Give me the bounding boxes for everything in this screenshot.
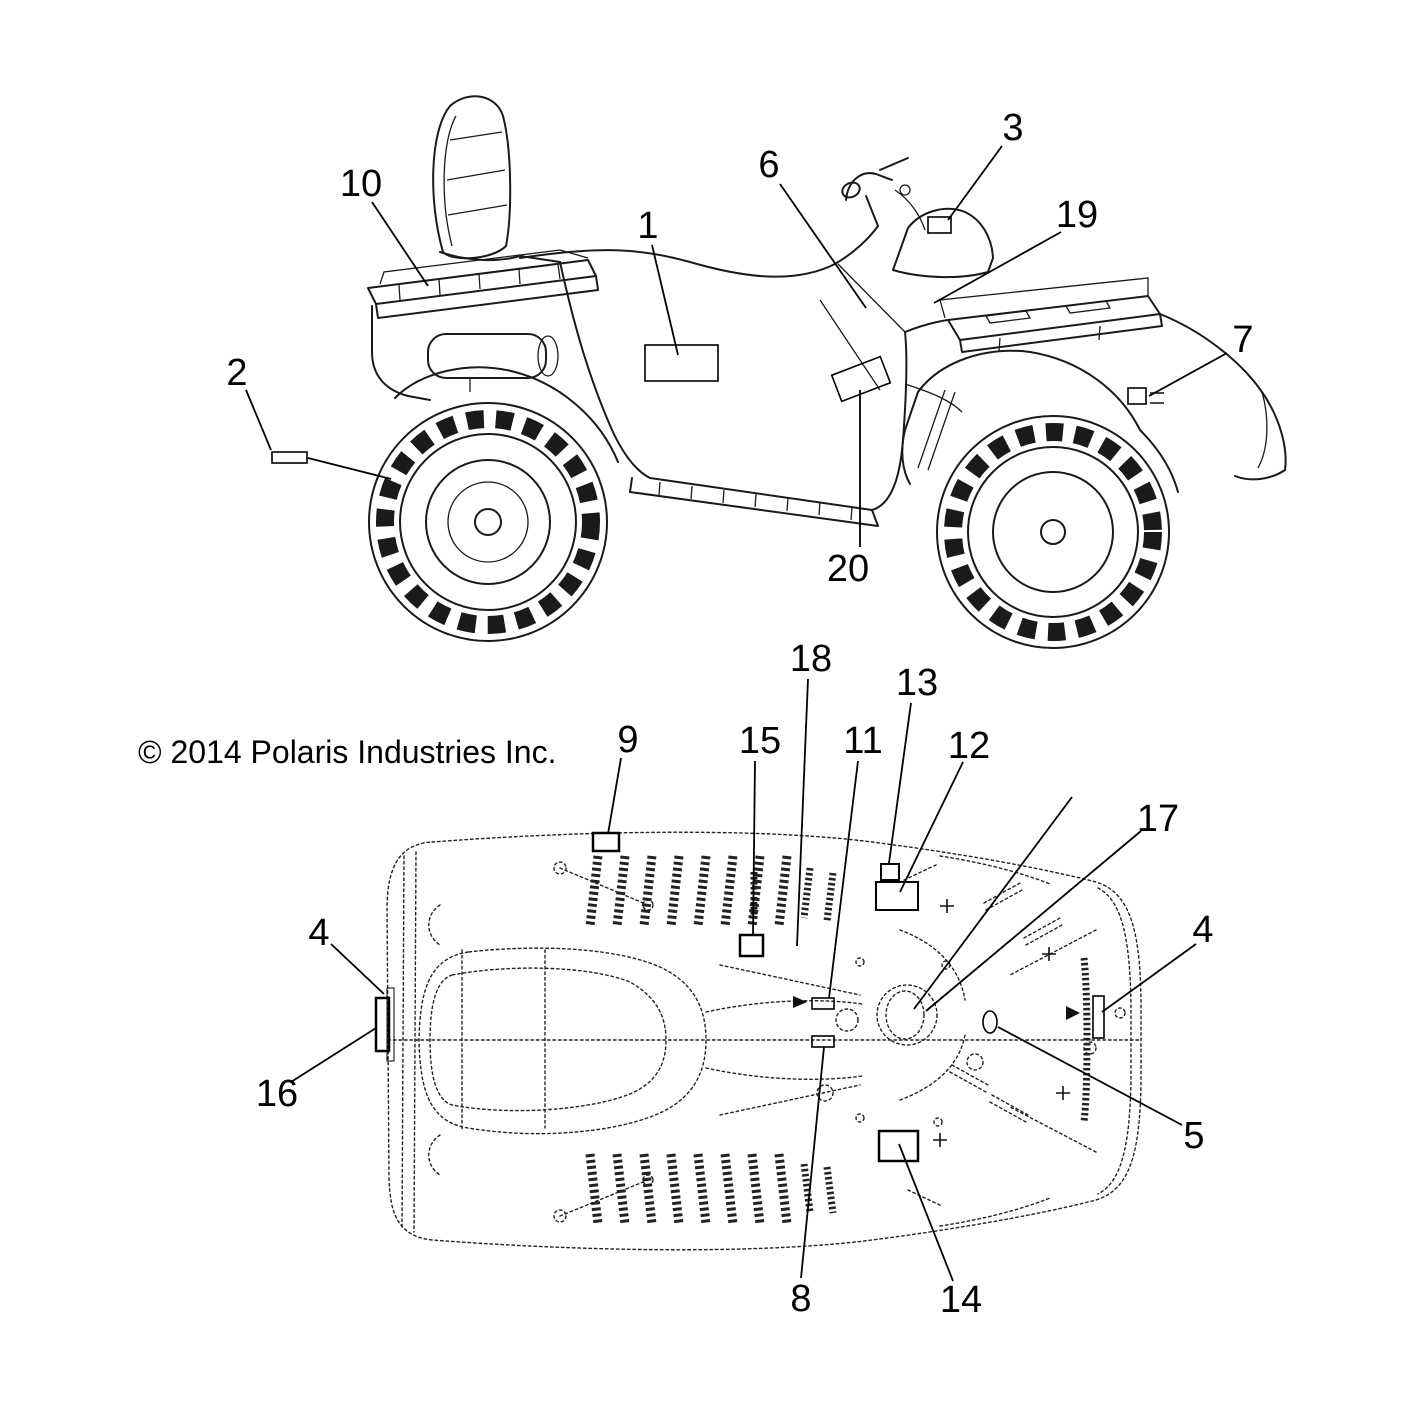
decal-outline-2 bbox=[271, 451, 308, 464]
callout-number-17: 17 bbox=[1137, 798, 1179, 840]
callout-12: 12 bbox=[875, 725, 990, 911]
callout-18: 18 bbox=[790, 638, 832, 947]
callout-2: 2 bbox=[226, 352, 392, 480]
callout-17: 17 bbox=[913, 796, 1179, 1012]
callout-19: 19 bbox=[933, 194, 1098, 304]
leader-line-18 bbox=[796, 678, 809, 947]
callout-number-5: 5 bbox=[1183, 1115, 1204, 1157]
leader-line-10 bbox=[371, 201, 429, 287]
small-arrow-mark bbox=[793, 996, 807, 1008]
leader-line-15 bbox=[752, 760, 756, 937]
callout-9: 9 bbox=[591, 719, 639, 853]
callout-14: 14 bbox=[877, 1129, 982, 1321]
callout-7: 7 bbox=[1127, 319, 1254, 405]
leader-line-17 bbox=[925, 830, 1142, 1012]
callout-number-11: 11 bbox=[843, 720, 882, 762]
decal-outline-12 bbox=[875, 881, 919, 911]
callout-10: 10 bbox=[340, 163, 429, 287]
leader-line-11 bbox=[828, 760, 859, 999]
decal-outline-11 bbox=[811, 997, 835, 1010]
callout-number-6: 6 bbox=[758, 144, 779, 186]
callout-4: 4 bbox=[308, 912, 385, 995]
callout-number-1: 1 bbox=[637, 205, 658, 247]
leader-line-4 bbox=[330, 943, 385, 995]
callout-number-16: 16 bbox=[256, 1073, 298, 1115]
callout-20: 20 bbox=[827, 355, 892, 590]
leader-line-2 bbox=[307, 457, 392, 480]
decal-outline-16 bbox=[386, 987, 395, 1062]
callout-number-3: 3 bbox=[1002, 107, 1023, 149]
decal-outline-8 bbox=[811, 1035, 835, 1048]
leader-line-5 bbox=[997, 1026, 1183, 1126]
callout-number-15: 15 bbox=[739, 720, 781, 762]
callout-4: 4 bbox=[1092, 909, 1214, 1039]
callout-8: 8 bbox=[790, 1035, 835, 1320]
decal-outline-9 bbox=[591, 831, 621, 853]
decal-outline-16 bbox=[374, 996, 391, 1053]
decal-outline-5 bbox=[982, 1010, 998, 1034]
decal-outline-1 bbox=[644, 344, 719, 382]
leader-line-8 bbox=[800, 1046, 825, 1279]
leader-line-13 bbox=[888, 702, 912, 864]
leader-line-19 bbox=[933, 231, 1062, 304]
callout-number-10: 10 bbox=[340, 163, 382, 205]
underside-view-drawing bbox=[386, 831, 1142, 1251]
leader-line-12 bbox=[899, 761, 964, 893]
callout-number-20: 20 bbox=[827, 548, 869, 590]
decal-outline-15 bbox=[738, 933, 765, 958]
decal-outline-7 bbox=[1127, 387, 1147, 405]
callout-number-7: 7 bbox=[1232, 319, 1253, 361]
side-view-drawing bbox=[367, 95, 1287, 649]
callout-number-4: 4 bbox=[1192, 909, 1213, 951]
leader-line-1 bbox=[651, 244, 679, 356]
decal-outline-20 bbox=[830, 355, 892, 403]
callout-number-18: 18 bbox=[790, 638, 832, 680]
callout-1: 1 bbox=[637, 205, 719, 382]
callout-number-2: 2 bbox=[226, 352, 247, 394]
leader-line-9 bbox=[607, 757, 622, 835]
callout-number-9: 9 bbox=[617, 719, 638, 761]
callout-11: 11 bbox=[811, 720, 883, 1010]
decal-outline-3 bbox=[927, 216, 952, 234]
callout-16: 16 bbox=[256, 987, 395, 1115]
callout-15: 15 bbox=[738, 720, 781, 958]
callout-number-13: 13 bbox=[896, 662, 938, 704]
leader-line-7 bbox=[1148, 352, 1228, 397]
decal-outline-13 bbox=[880, 863, 900, 881]
callout-13: 13 bbox=[880, 662, 938, 881]
copyright-text: © 2014 Polaris Industries Inc. bbox=[138, 734, 556, 770]
small-arrow-mark bbox=[1066, 1006, 1080, 1020]
leader-line-4 bbox=[1101, 943, 1197, 1013]
callout-number-14: 14 bbox=[940, 1279, 982, 1321]
callout-number-8: 8 bbox=[790, 1278, 811, 1320]
callout-3: 3 bbox=[927, 107, 1024, 234]
decal-outline-4 bbox=[1092, 995, 1105, 1039]
leader-line-14 bbox=[898, 1143, 954, 1282]
decal-outline-14 bbox=[877, 1129, 920, 1163]
callout-number-4: 4 bbox=[308, 912, 329, 954]
leader-line-3 bbox=[947, 145, 1003, 221]
callout-5: 5 bbox=[982, 1010, 1205, 1157]
leader-line-17 bbox=[913, 796, 1073, 1010]
leader-line-6 bbox=[779, 183, 867, 309]
leader-line-2 bbox=[245, 389, 272, 451]
callout-number-19: 19 bbox=[1056, 194, 1098, 236]
callout-6: 6 bbox=[758, 144, 867, 309]
callout-number-12: 12 bbox=[948, 725, 990, 767]
leader-line-16 bbox=[290, 1027, 377, 1083]
